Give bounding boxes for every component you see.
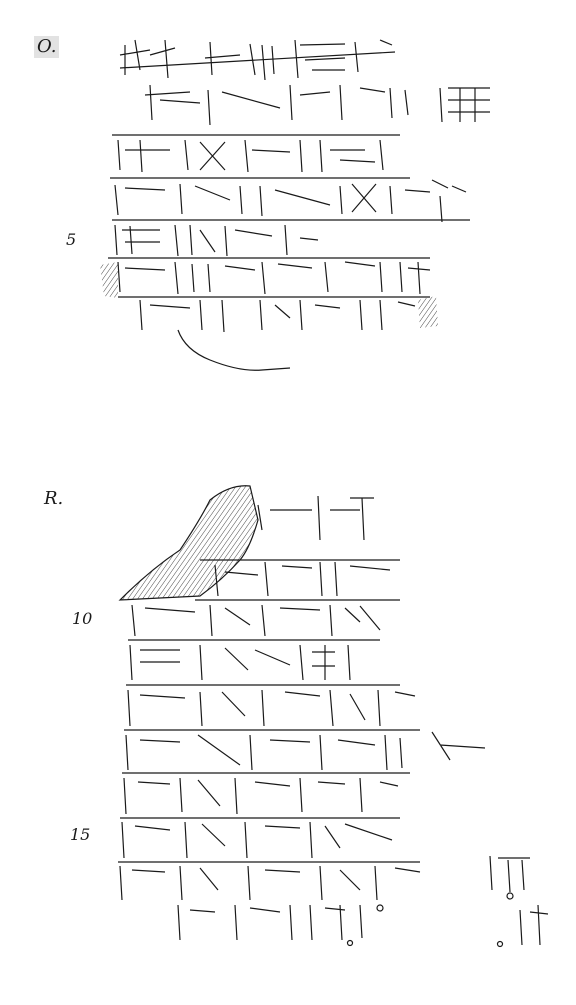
reverse-line-14-signs <box>123 777 399 815</box>
reverse-line-8-signs <box>257 495 374 541</box>
line-number-15: 15 <box>70 825 91 844</box>
reverse-line-17-signs <box>177 904 549 946</box>
line-number-5: 5 <box>66 230 77 249</box>
obverse-label: O. <box>34 36 60 58</box>
obverse-line-6-signs <box>117 261 431 295</box>
reverse-line-10-signs <box>131 604 381 637</box>
reverse-small-circles <box>346 892 514 948</box>
reverse-line-9-signs <box>214 561 391 597</box>
obverse-face <box>100 39 490 371</box>
obverse-broken-edge <box>177 329 291 371</box>
reverse-line-13-signs <box>125 731 486 771</box>
obverse-line-3-signs <box>117 139 384 173</box>
obverse-ruling-lines <box>108 51 470 298</box>
reverse-line-11-signs <box>129 644 351 681</box>
obverse-line-2-signs <box>144 84 490 126</box>
reverse-damaged-corner <box>118 485 259 601</box>
reverse-line-15-signs <box>121 821 393 859</box>
reverse-line-16-signs <box>119 855 530 901</box>
obverse-line-4-signs <box>114 179 467 223</box>
obverse-line-1-signs <box>119 39 393 81</box>
obverse-line-5-signs <box>114 224 319 257</box>
reverse-label: R. <box>44 488 64 509</box>
reverse-face <box>118 485 549 948</box>
reverse-line-12-signs <box>127 689 416 727</box>
reverse-ruling-lines <box>118 559 420 863</box>
obverse-line-7-signs <box>139 299 416 333</box>
obverse-damage-hatching <box>100 262 438 328</box>
line-number-10: 10 <box>72 609 93 628</box>
